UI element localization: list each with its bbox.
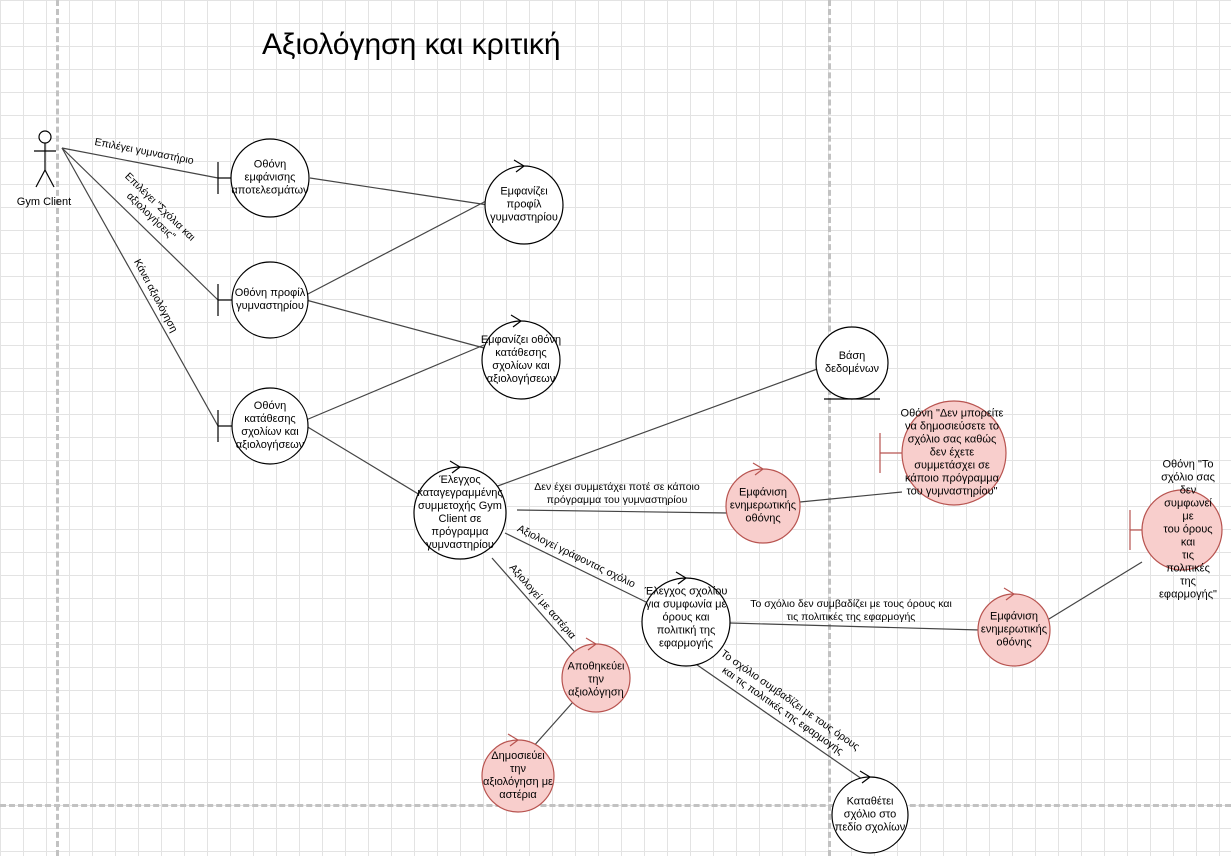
page-break-line [828, 0, 831, 856]
boundary-not-agree-screen[interactable] [1129, 489, 1223, 571]
edge-actor-results [61, 147, 219, 179]
edge-label-never-participated: Δεν έχει συμμετάχει ποτέ σε κάποιο πρόγρ… [534, 481, 700, 506]
edge-check-info1 [516, 509, 729, 514]
actor-label: Gym Client [16, 196, 72, 208]
node-label-database: Βάση δεδομένων [824, 350, 880, 375]
edge-check-checkcomment [504, 532, 649, 604]
edge-save-publish [531, 701, 574, 749]
node-label-check-participation: Έλεγχος καταγεγραμμένης συμμετοχής Gym C… [417, 474, 503, 551]
node-label-info-screen-2: Εμφάνιση ενημερωτικής οθόνης [980, 610, 1048, 649]
control-submit-comment[interactable] [831, 770, 909, 854]
control-show-gym-profile[interactable] [484, 159, 564, 245]
node-label-save-rating: Αποθηκεύει την αξιολόγηση [567, 660, 625, 699]
control-save-rating[interactable] [561, 637, 631, 713]
node-label-show-review-screen: Εμφανίζει οθόνη κατάθεσης σχολίων και αξ… [480, 334, 562, 385]
control-info-screen-1[interactable] [725, 462, 801, 544]
boundary-review-screen[interactable] [217, 387, 309, 465]
edge-actor-profile [61, 147, 219, 301]
control-check-comment[interactable] [641, 571, 731, 667]
edge-info1-cannotpost [799, 491, 903, 503]
edge-info2-notagree [1043, 561, 1143, 623]
edge-checkcomment-info2 [729, 622, 981, 631]
edge-check-database [494, 367, 821, 488]
edge-checkcomment-submit [689, 659, 873, 787]
edge-review-check [305, 425, 426, 499]
node-label-publish-rating: Δημοσιεύει την αξιολόγηση με αστέρια [483, 750, 553, 801]
edge-label-comment-not-agree: Το σχόλιο δεν συμβαδίζει με τους όρους κ… [750, 598, 952, 623]
node-label-review-screen: Οθόνη κατάθεσης σχολίων και αξιολογήσεων [235, 400, 305, 451]
edge-results-showprofile [309, 177, 489, 206]
node-label-cannot-post-screen: Οθόνη "Δεν μπορείτε να δημοσιεύσετε το σ… [900, 407, 1004, 498]
control-publish-rating[interactable] [481, 733, 555, 813]
edge-profile-showprofile [305, 199, 489, 296]
control-check-participation[interactable] [413, 460, 507, 560]
page-title: Αξιολόγηση και κριτική [262, 28, 561, 61]
node-label-results-screen: Οθόνη εμφάνισης αποτελεσμάτων [231, 158, 309, 197]
edge-review-showreview [305, 344, 485, 421]
node-label-show-gym-profile: Εμφανίζει προφίλ γυμναστηρίου [490, 185, 558, 224]
page-break-line [0, 804, 1231, 807]
edge-actor-review [61, 147, 219, 427]
node-label-info-screen-1: Εμφάνιση ενημερωτικής οθόνης [729, 486, 797, 525]
boundary-results-screen[interactable] [217, 138, 310, 218]
boundary-cannot-post-screen[interactable] [879, 400, 1007, 506]
entity-database[interactable] [815, 326, 889, 400]
control-show-review-screen[interactable] [481, 314, 561, 400]
node-label-gym-profile-screen: Οθόνη προφίλ γυμναστηρίου [234, 287, 306, 312]
node-label-check-comment: Έλεγχος σχολίου για συμφωνία με όρους κα… [644, 585, 728, 650]
boundary-gym-profile-screen[interactable] [217, 261, 309, 339]
control-info-screen-2[interactable] [977, 587, 1051, 667]
edge-profile-showreview [305, 299, 485, 349]
page-break-line [56, 0, 59, 856]
edge-check-save [491, 557, 581, 659]
connection-lines [61, 147, 1143, 787]
node-label-submit-comment: Καταθέτει σχόλιο στο πεδίο σχολίων [834, 795, 906, 834]
actor-figure[interactable] [34, 130, 56, 188]
node-label-not-agree-screen: Οθόνη "Το σχόλιο σας δεν συμφωνεί με του… [1159, 458, 1217, 601]
